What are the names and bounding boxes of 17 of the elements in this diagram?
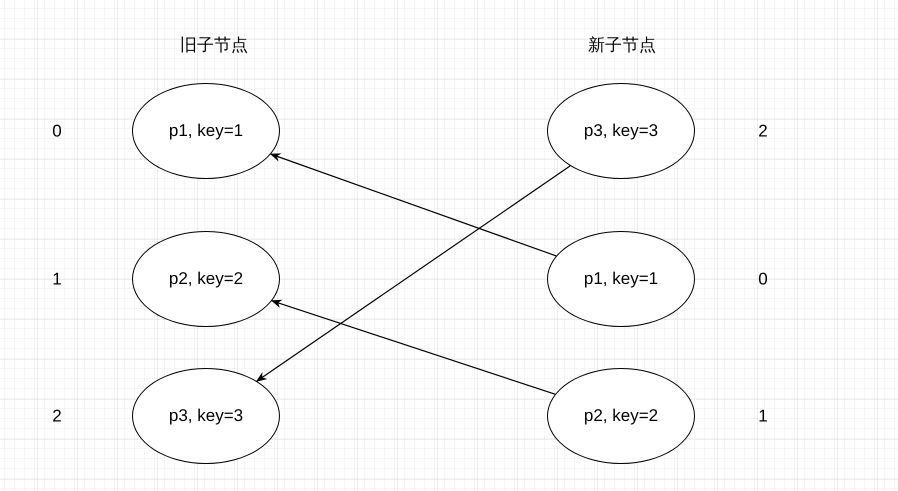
- column-heading: 新子节点: [588, 34, 656, 56]
- index-number: 1: [52, 268, 62, 290]
- index-number: 0: [52, 120, 62, 142]
- node-label: p3, key=3: [584, 120, 658, 142]
- arrow: [270, 300, 556, 395]
- node-label: p2, key=2: [168, 268, 244, 290]
- node-label: p1, key=1: [168, 120, 244, 142]
- node-label: p1, key=1: [584, 268, 658, 290]
- index-number: 2: [52, 405, 62, 428]
- node-label: p3, key=3: [168, 405, 244, 428]
- index-number: 2: [758, 120, 768, 142]
- arrow: [270, 153, 556, 256]
- node-label: p2, key=2: [584, 405, 658, 428]
- index-number: 1: [758, 405, 768, 428]
- index-number: 0: [758, 268, 768, 290]
- column-heading: 旧子节点: [180, 34, 248, 56]
- arrow: [256, 165, 571, 382]
